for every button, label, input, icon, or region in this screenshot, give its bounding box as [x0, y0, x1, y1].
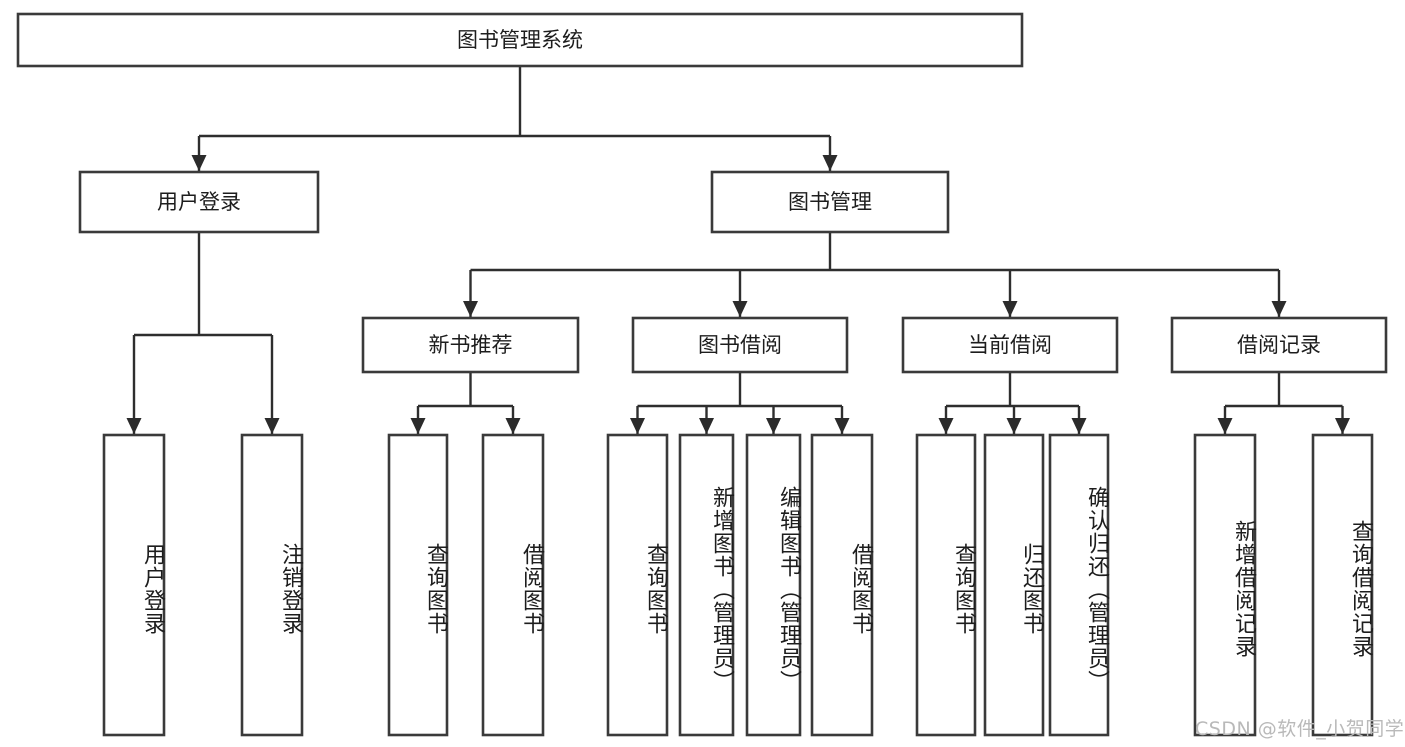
node-box[interactable] — [606, 433, 669, 737]
leaf-node-9[interactable] — [915, 433, 977, 737]
leaf-node-6[interactable] — [678, 433, 735, 737]
level1-node-2[interactable]: 图书管理 — [710, 170, 950, 234]
node-label: 图书借阅 — [698, 333, 782, 357]
arrow-head-icon — [732, 301, 748, 317]
arrow-head-icon — [1271, 301, 1287, 317]
leaf-node-2[interactable] — [240, 433, 304, 737]
node-label: 图书管理系统 — [457, 28, 583, 52]
arrow-head-icon — [191, 155, 207, 171]
node-box[interactable] — [16, 12, 1024, 68]
node-box[interactable] — [901, 316, 1119, 374]
arrow-head-icon — [834, 418, 850, 434]
arrow-head-icon — [1217, 418, 1233, 434]
watermark-text: CSDN @软件_小贺同学 — [1195, 718, 1405, 740]
arrow-head-icon — [126, 418, 142, 434]
node-box[interactable] — [745, 433, 802, 737]
arrow-head-icon — [410, 418, 426, 434]
arrow-head-icon — [463, 301, 478, 317]
node-label: 图书管理 — [788, 190, 872, 214]
arrow-head-icon — [1006, 418, 1022, 434]
node-box[interactable] — [631, 316, 849, 374]
node-label: 借阅记录 — [1237, 333, 1321, 357]
node-box[interactable] — [1170, 316, 1388, 374]
node-box[interactable] — [810, 433, 874, 737]
arrow-head-icon — [699, 418, 714, 434]
node-box[interactable] — [1193, 433, 1257, 737]
leaf-node-1[interactable] — [102, 433, 166, 737]
arrow-head-icon — [264, 418, 280, 434]
level2-node-4[interactable]: 借阅记录 — [1170, 316, 1388, 374]
root-node-图书管理系统[interactable]: 图书管理系统 — [16, 12, 1024, 68]
node-label: 当前借阅 — [968, 333, 1052, 357]
leaf-node-11[interactable] — [1048, 433, 1110, 737]
arrow-head-icon — [766, 418, 781, 434]
level2-node-2[interactable]: 图书借阅 — [631, 316, 849, 374]
level1-node-1[interactable]: 用户登录 — [78, 170, 320, 234]
arrow-head-icon — [1002, 301, 1018, 317]
node-box[interactable] — [78, 170, 320, 234]
node-box[interactable] — [678, 433, 735, 737]
node-label: 用户登录 — [157, 190, 241, 214]
node-label: 新书推荐 — [429, 333, 513, 357]
node-box[interactable] — [102, 433, 166, 737]
leaf-node-13[interactable] — [1311, 433, 1374, 737]
arrow-head-icon — [822, 155, 838, 171]
arrow-head-icon — [938, 418, 954, 434]
arrow-head-icon — [630, 418, 645, 434]
node-box[interactable] — [240, 433, 304, 737]
node-box[interactable] — [915, 433, 977, 737]
node-box[interactable] — [387, 433, 449, 737]
node-box[interactable] — [1311, 433, 1374, 737]
leaf-node-4[interactable] — [481, 433, 545, 737]
node-box[interactable] — [481, 433, 545, 737]
leaf-node-5[interactable] — [606, 433, 669, 737]
node-box[interactable] — [361, 316, 580, 374]
arrow-head-icon — [1335, 418, 1350, 434]
node-box[interactable] — [1048, 433, 1110, 737]
leaf-node-8[interactable] — [810, 433, 874, 737]
leaf-node-10[interactable] — [983, 433, 1045, 737]
node-box[interactable] — [983, 433, 1045, 737]
level2-node-1[interactable]: 新书推荐 — [361, 316, 580, 374]
node-box[interactable] — [710, 170, 950, 234]
arrow-head-icon — [505, 418, 521, 434]
arrow-head-icon — [1071, 418, 1087, 434]
leaf-node-7[interactable] — [745, 433, 802, 737]
leaf-node-12[interactable] — [1193, 433, 1257, 737]
connectors-layer — [126, 66, 1350, 434]
level2-node-3[interactable]: 当前借阅 — [901, 316, 1119, 374]
leaf-node-3[interactable] — [387, 433, 449, 737]
